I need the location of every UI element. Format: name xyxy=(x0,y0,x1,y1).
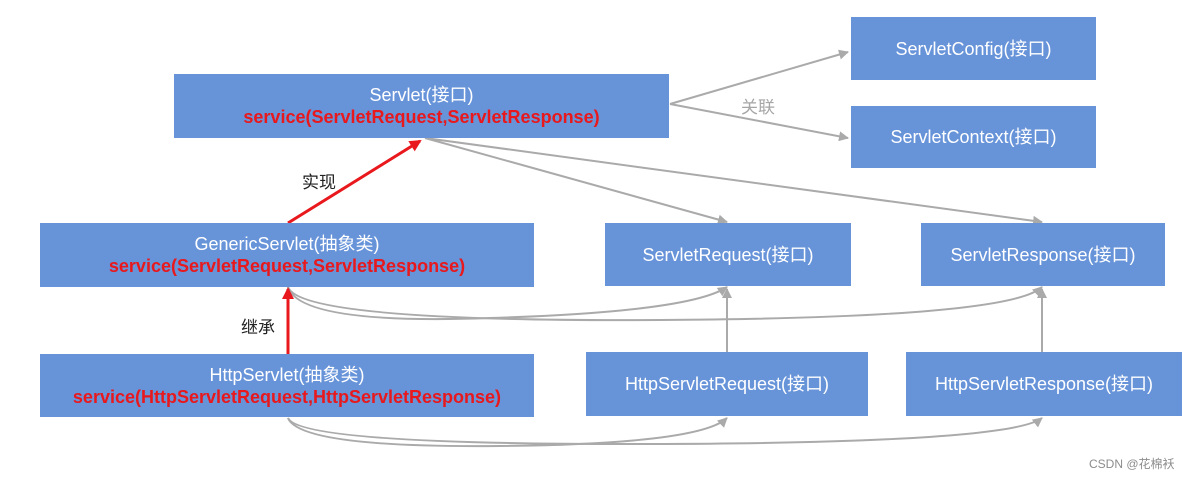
implements-label: 实现 xyxy=(302,173,336,192)
associates-label: 关联 xyxy=(741,98,775,117)
servletrequest-title: ServletRequest(接口) xyxy=(642,244,814,265)
servletcontext-title: ServletContext(接口) xyxy=(890,127,1057,147)
genericservlet-node: GenericServlet(抽象类) service(ServletReque… xyxy=(40,223,534,287)
edge-servlet-to-servletresponse xyxy=(424,137,1043,226)
genericservlet-title: GenericServlet(抽象类) xyxy=(194,234,380,254)
httpservletrequest-title: HttpServletRequest(接口) xyxy=(624,374,830,394)
edge-servlet-to-servletcontext xyxy=(669,103,849,142)
servletconfig-node: ServletConfig(接口) xyxy=(851,17,1096,80)
servletresponse-node: ServletResponse(接口) xyxy=(921,223,1165,286)
genericservlet-method: service(ServletRequest,ServletResponse) xyxy=(108,256,466,276)
edge-genericservlet-to-servletresponse xyxy=(287,286,1043,322)
edge-servlet-to-servletrequest xyxy=(424,137,728,225)
httpservletresponse-node: HttpServletResponse(接口) xyxy=(906,352,1182,416)
servlet-title: Servlet(接口) xyxy=(369,85,474,105)
servletresponse-title: ServletResponse(接口) xyxy=(950,244,1136,265)
servletcontext-node: ServletContext(接口) xyxy=(851,106,1096,168)
httpservletrequest-node: HttpServletRequest(接口) xyxy=(586,352,868,416)
edge-servlet-to-servletconfig xyxy=(669,49,849,105)
servlet-method: service(ServletRequest,ServletResponse) xyxy=(243,107,600,127)
httpservlet-title: HttpServlet(抽象类) xyxy=(209,364,365,385)
servlet-node: Servlet(接口) service(ServletRequest,Servl… xyxy=(174,74,669,138)
edge-httpservlet-to-httpservletrequest xyxy=(287,417,728,448)
httpservlet-node: HttpServlet(抽象类) service(HttpServletRequ… xyxy=(40,354,534,417)
httpservletresponse-title: HttpServletResponse(接口) xyxy=(934,374,1154,394)
edge-genericservlet-to-servletrequest xyxy=(287,286,728,321)
edge-genericservlet-implements-servlet xyxy=(287,139,422,225)
servletconfig-title: ServletConfig(接口) xyxy=(895,38,1052,59)
edge-httpservlet-to-httpservletresponse xyxy=(287,417,1043,446)
inherits-label: 继承 xyxy=(241,318,275,337)
watermark: CSDN @花棉袄 xyxy=(1089,457,1175,471)
servletrequest-node: ServletRequest(接口) xyxy=(605,223,851,286)
httpservlet-method: service(HttpServletRequest,HttpServletRe… xyxy=(72,386,502,407)
